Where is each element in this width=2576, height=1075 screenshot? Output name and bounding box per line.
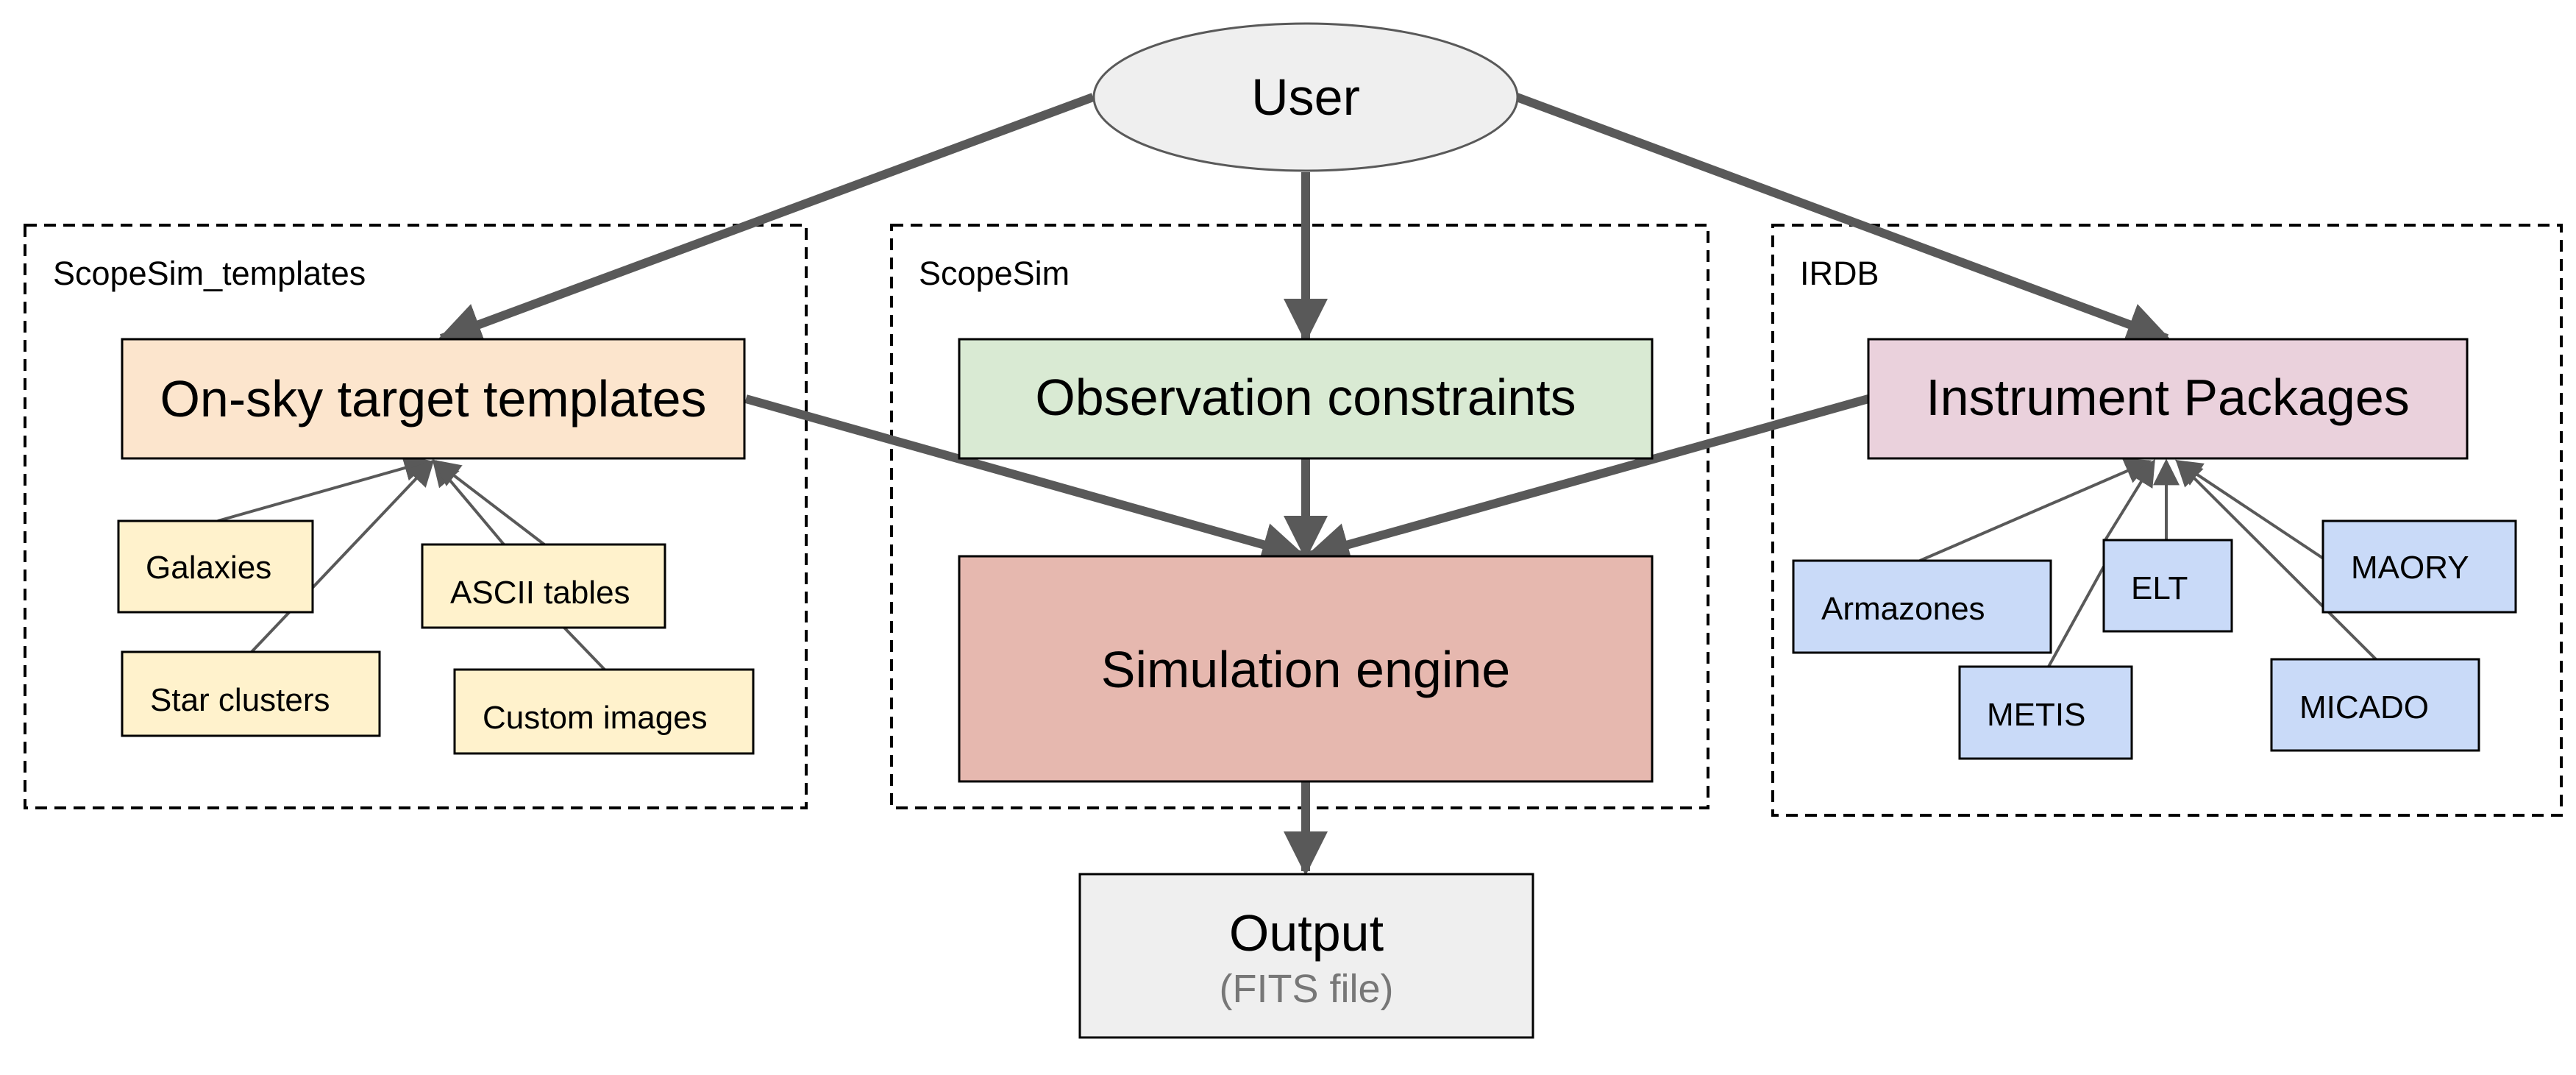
connector-armazones [1919,458,2152,562]
template-connectors [217,455,606,671]
simulation-engine-label: Simulation engine [1101,641,1510,698]
on-sky-templates-node: On-sky target templates [121,338,746,460]
connector-metis [2047,566,2105,667]
output-title: Output [1229,904,1384,962]
irdb-item-metis: METIS [1958,665,2133,760]
group-scopesim: ScopeSim [890,224,1709,809]
arrow-instruments-to-engine [1305,394,1870,567]
user-label: User [1251,68,1360,126]
galaxies-box [117,519,314,614]
irdb-item-micado: MICADO [2270,658,2480,752]
group-scopesim-templates-border [24,224,808,809]
elt-label: ELT [2131,570,2188,606]
connector-elt-1 [2104,458,2155,542]
elt-box [2102,539,2233,633]
group-scopesim-templates: ScopeSim_templates [24,224,808,809]
group-scopesim-border [890,224,1709,809]
group-irdb-label: IRDB [1800,255,1879,292]
star-clusters-box [121,650,381,737]
group-scopesim-label: ScopeSim [919,255,1070,292]
maory-box [2321,519,2517,614]
arrow-templates-to-engine [744,394,1306,567]
maory-label: MAORY [2351,550,2469,586]
instrument-packages-box [1867,338,2469,460]
observation-constraints-node: Observation constraints [958,338,1654,460]
custom-images-box [453,668,755,755]
user-ellipse [1092,22,1519,172]
galaxies-label: Galaxies [146,550,271,586]
instrument-connectors [1919,458,2377,667]
connector-micado [2175,459,2377,661]
arrow-user-to-templates [437,93,1095,346]
irdb-item-armazones: Armazones [1792,559,2052,654]
instrument-packages-node: Instrument Packages [1867,338,2469,460]
star-clusters-label: Star clusters [150,682,330,718]
group-irdb: IRDB [1771,224,2563,817]
simulation-engine-box [958,555,1654,783]
output-node: Output (FITS file) [1078,873,1534,1039]
on-sky-templates-label: On-sky target templates [160,370,706,427]
micado-box [2270,658,2480,752]
armazones-label: Armazones [1821,591,1985,627]
group-scopesim-templates-label: ScopeSim_templates [53,255,366,292]
template-item-ascii-tables: ASCII tables [421,543,666,629]
ascii-tables-box [421,543,666,629]
instrument-packages-label: Instrument Packages [1926,369,2410,426]
connector-ascii-tables-1 [432,459,505,546]
template-item-galaxies: Galaxies [117,519,314,614]
custom-images-label: Custom images [483,700,708,736]
observation-constraints-label: Observation constraints [1035,369,1576,426]
template-item-custom-images: Custom images [453,668,755,755]
metis-box [1958,665,2133,760]
template-item-star-clusters: Star clusters [121,650,381,737]
user-node: User [1092,22,1519,172]
simulation-engine-node: Simulation engine [958,555,1654,783]
on-sky-templates-box [121,338,746,460]
irdb-item-maory: MAORY [2321,519,2517,614]
connector-ascii-tables-2 [433,459,546,546]
observation-constraints-box [958,338,1654,460]
irdb-item-elt: ELT [2102,539,2233,633]
ascii-tables-label: ASCII tables [450,575,630,611]
main-arrows [437,93,2171,876]
output-box [1078,873,1534,1039]
connector-star-clusters [250,459,435,653]
output-subtitle: (FITS file) [1220,967,1394,1011]
arrow-user-to-instruments [1515,93,2171,346]
armazones-box [1792,559,2052,654]
connector-galaxies [217,455,431,522]
group-irdb-border [1771,224,2563,817]
micado-label: MICADO [2299,689,2429,725]
metis-label: METIS [1987,697,2085,733]
